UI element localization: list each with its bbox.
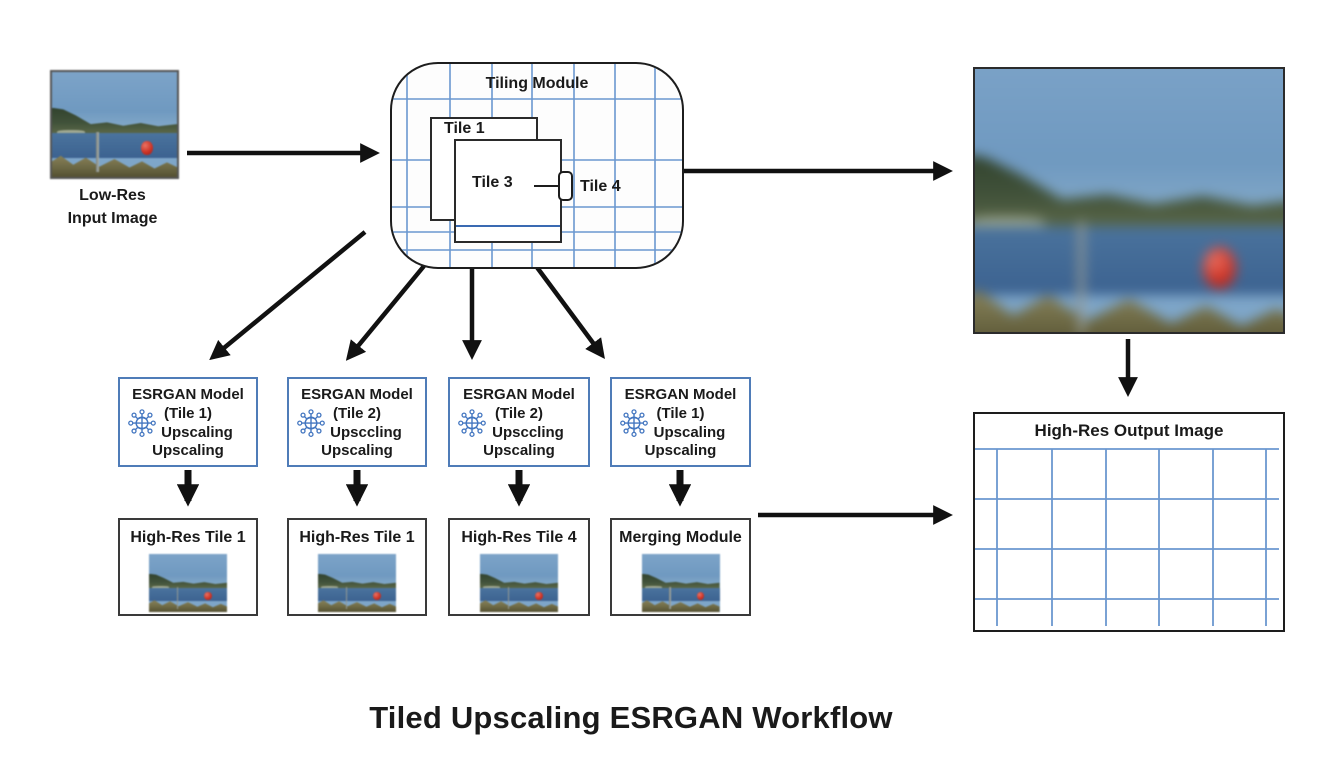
esrgan-line-2: (Tile 1) [163,404,213,422]
lake-photo-thumb [149,554,227,612]
esrgan-line-2: (Tile 2) [494,404,544,422]
esrgan-line-1: ESRGAN Model [301,386,413,403]
caption-line-1: Low-Res [79,187,146,204]
esrgan-line-4: Upscaling [483,442,555,460]
lake-photo-thumb [480,554,558,612]
tiling-module: Tiling Module Tile 1 Tile 3 Tile 4 [390,62,684,269]
tiling-module-title: Tiling Module [485,75,589,92]
esrgan-model-box-2: ESRGAN Model (Tile 2) Upsccling Upscalin… [287,377,427,467]
network-icon [297,409,325,437]
esrgan-line-1: ESRGAN Model [132,386,244,403]
tile-3-label: Tile 3 [472,174,513,191]
tile-4-label: Tile 4 [580,178,621,195]
esrgan-line-4: Upscaling [321,442,393,460]
esrgan-line-2: (Tile 1) [656,404,705,422]
output-grid [975,448,1279,626]
output-box-title: High-Res Output Image [1034,421,1224,440]
blurred-lake-photo [975,69,1283,332]
esrgan-line-1: ESRGAN Model [463,386,575,403]
result-box-title: High-Res Tile 1 [130,529,246,546]
network-icon [128,409,156,437]
tile-connector-shape [558,171,573,201]
tile-3-connector-line [534,185,558,187]
network-icon [620,409,648,437]
esrgan-line-3: Upscaling [653,423,726,441]
result-box-title: Merging Module [619,529,742,546]
network-icon [458,409,486,437]
input-image-caption: Low-Res Input Image [30,184,195,230]
tile-3-overlap-strip [456,225,560,227]
arrow-tiling-to-esrgan-2 [345,264,426,361]
result-box-title: High-Res Tile 4 [461,529,577,546]
esrgan-line-2: (Tile 2) [332,404,382,422]
upscaled-image-preview [973,67,1285,334]
low-res-input-image [50,70,179,179]
esrgan-line-4: Upscaling [644,442,717,460]
arrow-tiling-to-esrgan-1 [209,230,367,361]
high-res-tile-box-3: High-Res Tile 4 [448,518,590,616]
result-box-title: High-Res Tile 1 [299,529,415,546]
esrgan-model-box-1: ESRGAN Model (Tile 1) Upscaling Upscalin… [118,377,258,467]
diagram-title: Tiled Upscaling ESRGAN Workflow [369,700,893,735]
tile-3-box [454,139,562,243]
tile-1-label: Tile 1 [444,120,485,137]
esrgan-line-3: Upsccling [492,423,564,441]
esrgan-line-1: ESRGAN Model [624,386,737,403]
esrgan-line-4: Upscaling [152,442,224,460]
merging-module-box: Merging Module [610,518,751,616]
lake-photo-thumb [318,554,396,612]
esrgan-line-3: Upsccling [330,423,402,441]
high-res-tile-box-1: High-Res Tile 1 [118,518,258,616]
caption-line-2: Input Image [67,210,158,228]
arrow-tiling-to-esrgan-4 [534,264,605,359]
esrgan-line-3: Upscaling [161,423,233,441]
high-res-tile-box-2: High-Res Tile 1 [287,518,427,616]
esrgan-model-box-3: ESRGAN Model (Tile 2) Upsccling Upscalin… [448,377,590,467]
esrgan-model-box-4: ESRGAN Model (Tile 1) Upscaling Upscalin… [610,377,751,467]
high-res-output-box: High-Res Output Image [973,412,1285,632]
lake-photo-thumb [641,554,720,612]
